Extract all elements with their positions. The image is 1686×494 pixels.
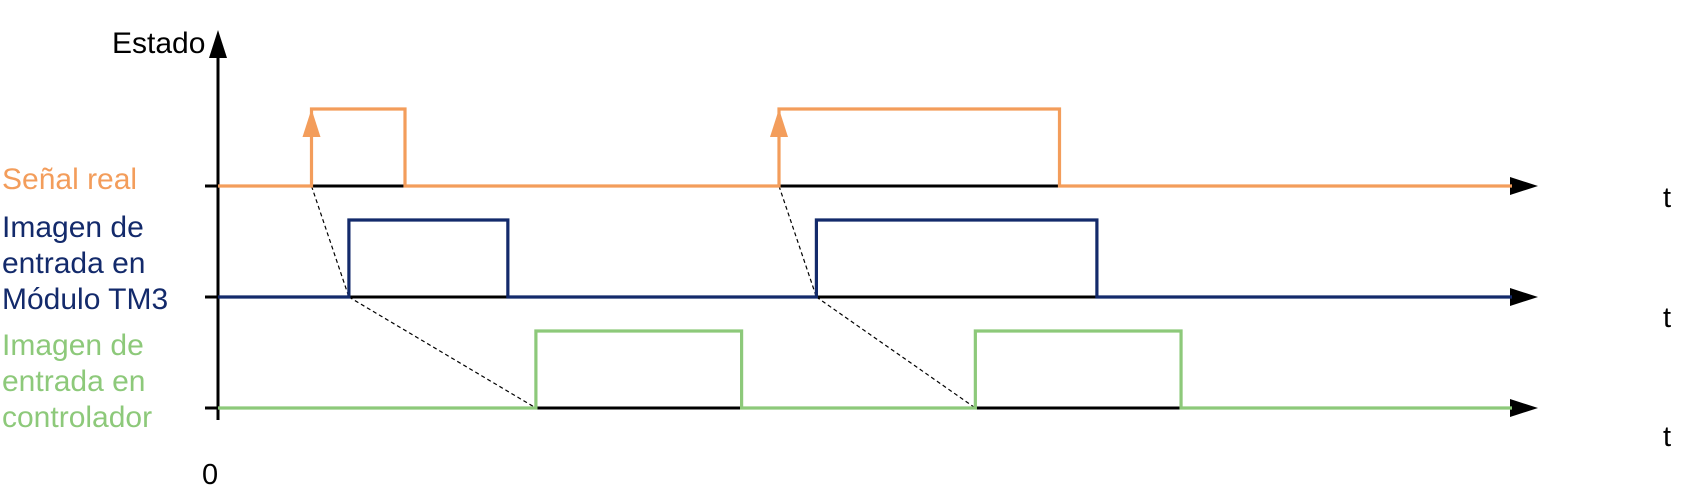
time-axis-arrowhead — [1510, 399, 1538, 417]
time-axis-arrowhead — [1510, 288, 1538, 306]
tm3-image-label: Imagen de entrada en Módulo TM3 — [2, 210, 168, 318]
y-axis-arrowhead — [209, 30, 227, 58]
controller-image-label-line: controlador — [2, 401, 153, 434]
real-rising-edge-arrow — [770, 109, 788, 137]
origin-label: 0 — [202, 459, 219, 491]
delay-connectors — [310, 185, 976, 409]
tm3-image-label-line: Módulo TM3 — [2, 283, 169, 316]
controller-image-label-line: entrada en — [2, 365, 146, 398]
waveforms — [218, 107, 1512, 410]
y-axis-label: Estado — [112, 27, 206, 60]
controller-image-label: Imagen de entrada en controlador — [2, 328, 152, 436]
tm3-waveform — [218, 218, 1512, 299]
real-rising-edge-arrow — [302, 109, 321, 137]
delay-connector-line — [310, 185, 350, 298]
delay-connector-line — [816, 296, 976, 409]
time-axis-arrowhead — [1510, 177, 1538, 195]
controller-waveform — [218, 329, 1512, 410]
time-axis-label-controller: t — [1663, 421, 1672, 453]
tm3-image-label-line: Imagen de — [2, 211, 144, 244]
controller-image-label-line: Imagen de — [2, 329, 144, 362]
axes — [205, 30, 1538, 420]
time-axis-label-real: t — [1663, 182, 1672, 214]
delay-connector-line — [778, 185, 817, 298]
real-waveform — [218, 107, 1512, 188]
real-signal-label-line: Señal real — [2, 163, 138, 196]
delay-connector-line — [348, 296, 537, 409]
tm3-image-label-line: entrada en — [2, 247, 146, 280]
real-signal-label: Señal real — [2, 162, 137, 198]
time-axis-label-tm3: t — [1663, 302, 1672, 334]
